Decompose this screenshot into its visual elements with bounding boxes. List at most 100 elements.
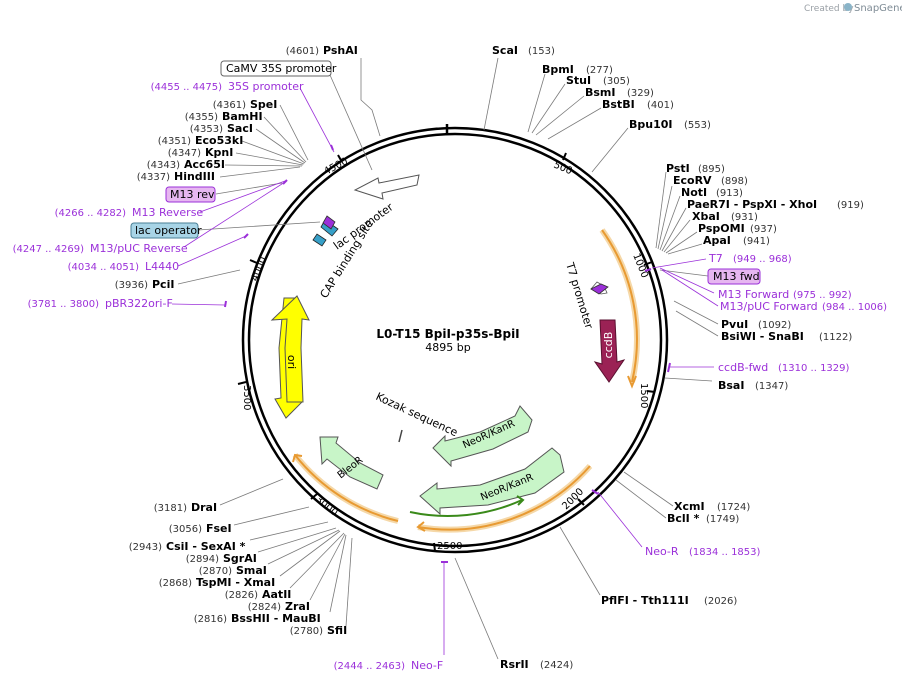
tick-label-3500: 3500: [241, 385, 252, 410]
site-pos-csii: (2943): [129, 542, 162, 553]
site-pos-pcii: (3936): [115, 280, 148, 291]
plasmid-name: L0-T15 BpiI-p35s-BpiI: [376, 327, 519, 341]
leader-fse: [233, 506, 310, 526]
primer-range-neo-f: (2444 .. 2463): [334, 661, 406, 672]
tick-mark-2000: [577, 498, 585, 506]
site-name-paer7i: PaeR7I - PspXI - XhoI: [687, 198, 817, 211]
leader-sca: [483, 57, 499, 131]
site-pos-noti: (913): [716, 188, 743, 199]
site-pos-bsmi: (329): [627, 88, 654, 99]
leader-pflf: [559, 526, 601, 596]
site-name-eco53ki: Eco53kI: [195, 134, 243, 147]
leader-not: [659, 195, 681, 251]
neor-kanr-arrow-2: [419, 447, 565, 516]
ori-label: ori: [285, 355, 298, 369]
site-pos-bpu10i: (553): [684, 120, 711, 131]
primer-range-m13fwd: (975 .. 992): [793, 290, 852, 301]
orf-arrow-head-2: [416, 521, 426, 532]
box-m13-fwd: [707, 268, 761, 285]
ori-arrow-body: [270, 295, 310, 403]
site-name-scai: ScaI: [492, 44, 518, 57]
primer-name-l4440: L4440: [145, 260, 179, 273]
ccdb-label: ccdB: [602, 332, 615, 359]
site-name-stui: StuI: [566, 74, 591, 87]
leader-spe: [279, 104, 309, 161]
tick-mark-500: [562, 152, 567, 161]
leader-p-m13f: [659, 267, 715, 294]
bleor-arrow: [319, 436, 384, 490]
orf-arrow-head-3: [292, 453, 303, 463]
site-name-bsmi: BsmI: [585, 86, 616, 99]
site-pos-stui: (305): [603, 76, 630, 87]
site-name-fsei: FseI: [206, 522, 232, 535]
tick-label-1500: 1500: [638, 383, 649, 408]
leader-bcl: [615, 479, 667, 519]
leader-hind: [219, 166, 301, 178]
tick-label-3000: 3000: [313, 494, 340, 519]
boxed-labels: CaMV 35S promoter M13 rev lac operator M…: [130, 60, 761, 285]
site-name-saci: SacI: [227, 122, 253, 135]
leader-rsr: [454, 557, 499, 660]
site-labels: (4601) PshAI ScaI (153) BpmI (277) StuI …: [115, 44, 864, 671]
scale-ticks: 500 1000 1500 2000 2500 3000 3500 4000 4…: [237, 152, 656, 552]
site-name-rsrii: RsrII: [500, 658, 529, 671]
site-pos-bcli: (1749): [706, 514, 739, 525]
site-name-smai: SmaI: [236, 564, 267, 577]
leader-m13fwd-box: [659, 269, 709, 277]
site-name-csii: CsiI - SexAI *: [166, 540, 246, 553]
site-name-bamhi: BamHI: [222, 110, 263, 123]
site-pos-ecorv: (898): [721, 176, 748, 187]
site-pos-pflfi: (2026): [704, 596, 737, 607]
credit-prefix: Created by: [804, 4, 854, 14]
site-name-bsshii: BssHII - MauBI: [231, 612, 321, 625]
site-pos-eco53ki: (4351): [158, 136, 191, 147]
tick-mark-3500: [237, 381, 247, 385]
site-name-noti: NotI: [681, 186, 707, 199]
tick-label-1000: 1000: [630, 252, 650, 280]
site-pos-sgrai: (2894): [186, 554, 219, 565]
site-name-ecorv: EcoRV: [673, 174, 712, 187]
site-pos-tspmi: (2868): [159, 578, 192, 589]
box-lac-operator: [130, 222, 199, 239]
tick-mark-4000: [249, 259, 258, 264]
site-name-psti: PstI: [666, 162, 690, 175]
tick-mark-1500: [646, 390, 656, 393]
primer-range-m13rev: (4266 .. 4282): [55, 208, 127, 219]
primer-mark-neo-r: [591, 489, 599, 495]
site-pos-bstbi: (401): [647, 100, 674, 111]
leader-pst: [655, 171, 667, 249]
leader-sgra: [257, 527, 337, 553]
tick-label-4000: 4000: [250, 255, 270, 283]
site-pos-psti: (895): [698, 164, 725, 175]
primer-range-m13puc-fwd: (984 .. 1006): [822, 302, 887, 313]
site-name-sfii: SfiI: [327, 624, 347, 637]
orf-arc-1: [601, 229, 638, 383]
leader-p-m13puc-rev: [183, 181, 286, 248]
primer-name-t7: T7: [708, 252, 723, 265]
site-pos-fsei: (3056): [169, 524, 202, 535]
orf-arrow-head-green: [516, 495, 525, 506]
box-label-m13-fwd: M13 fwd: [713, 270, 760, 283]
leader-stu: [531, 83, 566, 134]
t7-promoter-label: T7 promoter: [563, 260, 596, 330]
tick-mark-3000: [310, 493, 318, 500]
primer-range-neo-r: (1834 .. 1853): [689, 547, 761, 558]
orf-arrow-head-1: [627, 375, 637, 389]
leader-bstb: [547, 107, 602, 140]
primer-name-neo-r: Neo-R: [645, 545, 679, 558]
site-pos-xcmi: (1724): [717, 502, 750, 513]
cap-site-feature: [312, 233, 327, 247]
site-name-xbai: XbaI: [692, 210, 720, 223]
site-pos-hindiii: (4337): [137, 172, 170, 183]
tick-mark-4500: [337, 154, 343, 163]
leader-p-m13rev: [199, 180, 286, 213]
site-pos-scai: (153): [528, 46, 555, 57]
site-pos-bamhi: (4355): [185, 112, 218, 123]
leader-pspom: [665, 231, 698, 254]
site-pos-pvui: (1092): [758, 320, 791, 331]
primer-labels: (4455 .. 4475) 35S promoter T7 (949 .. 9…: [13, 80, 888, 672]
leader-sma: [267, 529, 340, 565]
primer-mark-ccdb-fwd: [667, 362, 671, 373]
site-name-tspmi: TspMI - XmaI: [196, 576, 275, 589]
site-pos-sfii: (2780): [290, 626, 323, 637]
